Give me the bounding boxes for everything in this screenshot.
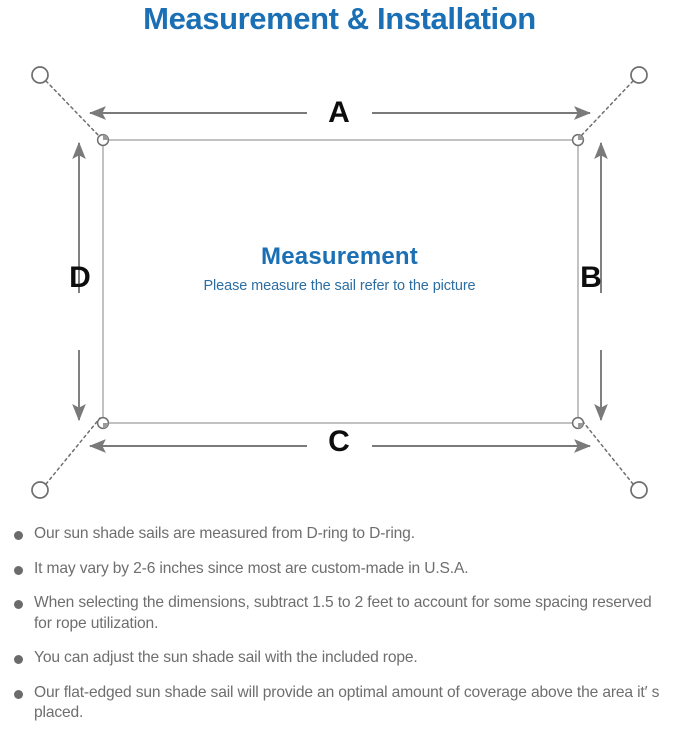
d-ring-shadow-top-left — [103, 134, 109, 140]
list-item: It may vary by 2-6 inches since most are… — [0, 559, 679, 580]
rope-lines — [45, 80, 634, 485]
bullet-icon — [14, 689, 23, 699]
anchor-point-top-left — [31, 66, 49, 84]
anchor-point-bottom-right — [630, 481, 648, 499]
rope-top-right — [579, 80, 634, 138]
anchor-points — [31, 66, 648, 499]
rope-top-left — [45, 80, 101, 138]
dimension-label-d: D — [69, 261, 91, 294]
page-title: Measurement & Installation — [143, 1, 536, 36]
list-item: Our flat-edged sun shade sail will provi… — [0, 683, 679, 724]
bullet-icon — [14, 531, 23, 540]
rope-bottom-right — [579, 417, 634, 485]
list-item: When selecting the dimensions, subtract … — [0, 593, 679, 634]
measurement-heading: Measurement — [261, 243, 418, 270]
measurement-diagram — [0, 50, 679, 520]
list-item: You can adjust the sun shade sail with t… — [0, 648, 679, 669]
d-ring-shadow-bottom-right — [578, 423, 584, 429]
list-item: Our sun shade sails are measured from D-… — [0, 524, 679, 545]
note-text: You can adjust the sun shade sail with t… — [34, 649, 418, 666]
d-ring-shadow-top-right — [578, 134, 584, 140]
rope-bottom-left — [45, 417, 101, 485]
bullet-icon — [14, 655, 23, 664]
bullet-icon — [14, 565, 23, 575]
dimension-arrows — [72, 106, 608, 453]
d-ring-shadows — [103, 134, 584, 429]
note-text: Our flat-edged sun shade sail will provi… — [34, 683, 660, 722]
note-text: When selecting the dimensions, subtract … — [34, 594, 652, 632]
anchor-point-bottom-left — [31, 481, 49, 499]
d-ring-shadow-bottom-left — [103, 423, 109, 429]
anchor-point-top-right — [630, 66, 648, 84]
dimension-label-c: C — [328, 425, 350, 458]
dimension-label-a: A — [328, 96, 350, 129]
shade-sail-outline — [102, 139, 579, 424]
dimension-label-b: B — [580, 261, 602, 294]
measurement-subtitle: Please measure the sail refer to the pic… — [203, 278, 476, 294]
bullet-icon — [14, 600, 23, 609]
note-text: Our sun shade sails are measured from D-… — [34, 525, 415, 542]
note-text: It may vary by 2-6 inches since most are… — [34, 559, 469, 577]
notes-list: Our sun shade sails are measured from D-… — [0, 524, 679, 738]
